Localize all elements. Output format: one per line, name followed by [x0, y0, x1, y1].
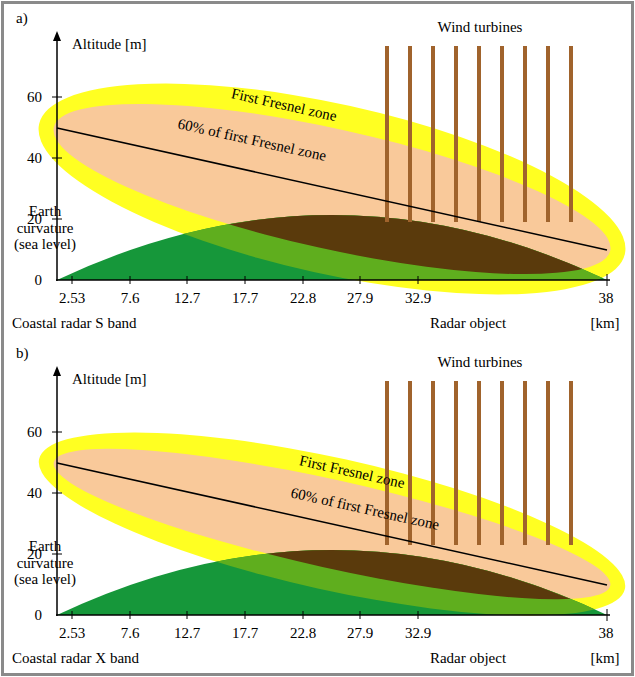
source-label: Coastal radar X band	[12, 650, 139, 667]
tick-label: 12.7	[174, 625, 200, 642]
tick-label: 22.8	[290, 625, 316, 642]
turbine-tower	[569, 381, 573, 545]
region-label: Earth curvature (sea level)	[6, 203, 84, 253]
turbine-tower	[500, 46, 504, 222]
line-of-sight	[57, 463, 607, 585]
target-label: Radar object	[430, 650, 506, 667]
earth-in-zone	[57, 550, 607, 615]
tick-label: 27.9	[347, 625, 373, 642]
turbine-tower	[500, 381, 504, 545]
tick-label: 38	[599, 625, 614, 642]
turbine-tower	[523, 46, 527, 222]
axis-title: Altitude [m]	[72, 371, 147, 388]
tick-label: 60	[27, 424, 42, 441]
turbine-tower	[454, 46, 458, 222]
tick-label: 7.6	[121, 290, 140, 307]
tick-label: 17.7	[232, 290, 258, 307]
first-fresnel-zone	[25, 395, 635, 654]
tick-label: 12.7	[174, 290, 200, 307]
turbine-tower	[546, 46, 550, 222]
tick-label: 22.8	[290, 290, 316, 307]
earth-curvature	[57, 215, 607, 280]
turbine-tower	[385, 46, 389, 222]
tick-label: 32.9	[405, 625, 431, 642]
source-label: Coastal radar S band	[12, 315, 137, 332]
unit-label: [km]	[590, 315, 619, 332]
panel-a	[21, 40, 635, 337]
tick-label: 0	[35, 607, 43, 624]
panel-letter: b)	[16, 345, 29, 362]
x-axis	[56, 614, 610, 616]
earth-in-zone	[57, 215, 607, 280]
tick-label: 20	[27, 546, 42, 563]
first-fresnel-zone	[21, 41, 635, 337]
tick-label: 40	[27, 150, 42, 167]
tick-label: 0	[35, 272, 43, 289]
turbine-tower	[546, 381, 550, 545]
turbine-tower	[477, 381, 481, 545]
sixty-percent-zone	[44, 419, 620, 628]
axis-ticks	[52, 97, 607, 286]
group-label: Wind turbines	[438, 354, 523, 371]
tick-label: 38	[599, 290, 614, 307]
panel-b	[25, 375, 635, 653]
turbine-tower	[454, 381, 458, 545]
tick-label: 17.7	[232, 625, 258, 642]
tick-label: 27.9	[347, 290, 373, 307]
obstruction-area	[57, 550, 607, 615]
tick-label: 2.53	[59, 290, 85, 307]
obstruction-area	[57, 215, 607, 280]
tick-label: 2.53	[59, 625, 85, 642]
sixty-percent-zone	[41, 69, 623, 310]
tick-label: 32.9	[405, 290, 431, 307]
tick-label: 40	[27, 485, 42, 502]
axis-ticks	[52, 432, 607, 621]
wind-turbines	[387, 46, 571, 222]
unit-label: [km]	[590, 650, 619, 667]
line-of-sight	[57, 128, 607, 250]
turbine-tower	[408, 46, 412, 222]
group-label: Wind turbines	[438, 19, 523, 36]
turbine-tower	[431, 46, 435, 222]
panel-letter: a)	[16, 10, 28, 27]
turbine-tower	[569, 46, 573, 222]
target-label: Radar object	[430, 315, 506, 332]
tick-label: 7.6	[121, 625, 140, 642]
earth-curvature	[57, 550, 607, 615]
turbine-tower	[523, 381, 527, 545]
turbine-tower	[477, 46, 481, 222]
tick-label: 60	[27, 89, 42, 106]
axis-title: Altitude [m]	[72, 36, 147, 53]
region-label: Earth curvature (sea level)	[6, 538, 84, 588]
x-axis	[56, 279, 610, 281]
tick-label: 20	[27, 211, 42, 228]
